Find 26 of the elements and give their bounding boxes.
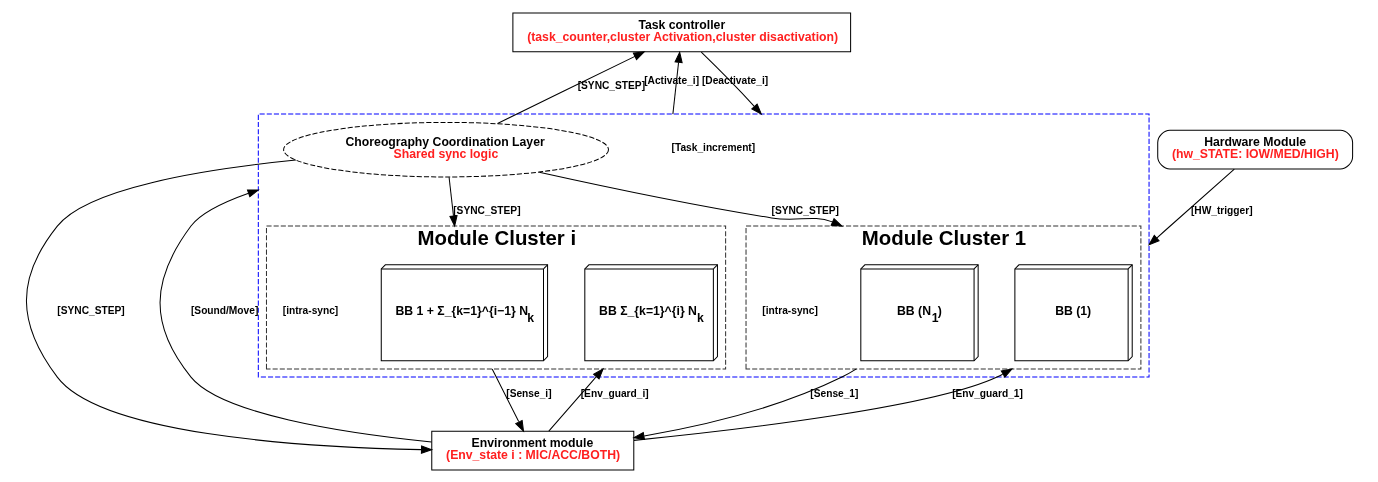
arrow <box>633 367 1013 441</box>
edge-label: [Sense_i] <box>505 387 552 399</box>
arrow <box>448 176 458 228</box>
edge-label: [SYNC_STEP] <box>577 79 645 91</box>
arrow <box>547 367 604 432</box>
label: [intra-sync] <box>761 304 818 316</box>
edge-label: [Env_guard_1] <box>951 387 1023 399</box>
label: [intra-sync] <box>282 304 338 316</box>
edge-label: [SYNC_STEP] <box>452 204 521 216</box>
node-box: Task controller (task_counter,cluster Activation,cluster disactivation) <box>511 12 851 52</box>
arrow <box>491 367 524 432</box>
node-box: Environment module (Env_state i : MIC/ACC/BOTH) <box>430 430 634 470</box>
arrow <box>1147 168 1235 246</box>
edge-label: [Env_guard_i] <box>580 387 649 399</box>
arrow <box>538 171 843 227</box>
edge-label: [HW_trigger] <box>1190 204 1253 216</box>
edge-label: [Sense_1] <box>809 387 858 399</box>
arrow <box>25 159 433 454</box>
arrow <box>159 188 432 442</box>
edge-label: [Task_increment] <box>671 141 755 153</box>
edge-label: [SYNC_STEP] <box>56 304 125 316</box>
edge-label: [Sound/Move] <box>190 304 258 316</box>
arrow <box>671 50 683 115</box>
edge-label: [SYNC_STEP] <box>771 204 839 216</box>
node-box: Hardware Module (hw_STATE: IOW/MED/HIGH) <box>1156 129 1353 170</box>
node-ellipse: Choreography Coordination Layer Shared sync logic <box>282 121 609 177</box>
